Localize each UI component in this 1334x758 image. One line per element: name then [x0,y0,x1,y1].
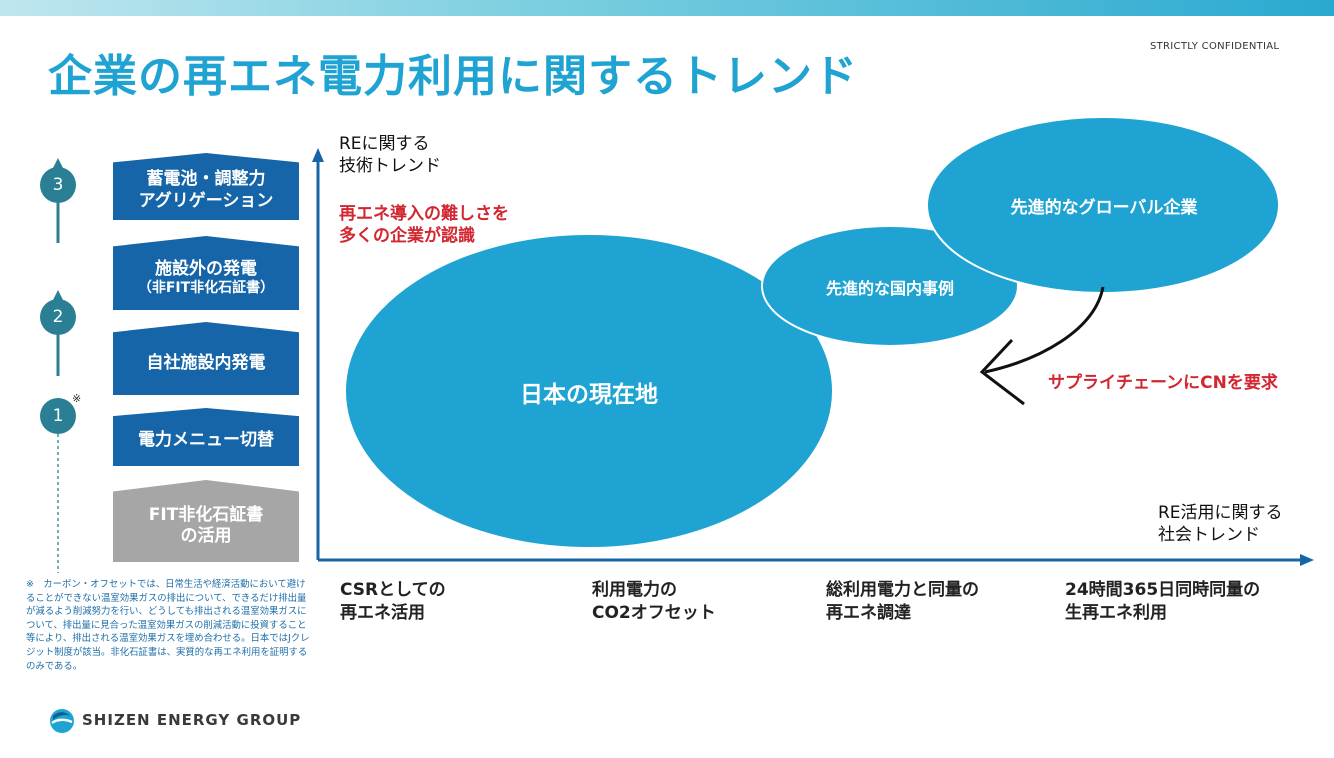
step-offsite-generation: 施設外の発電 （非FIT非化石証書） [113,236,299,310]
company-logo-icon [50,709,74,733]
y-axis-label-line: 技術トレンド [339,156,441,176]
page-title: 企業の再エネ電力利用に関するトレンド [48,51,858,102]
step-label-line: 施設外の発電 [155,258,257,279]
step-label-line: 電力メニュー切替 [138,430,274,451]
step-label-line: アグリゲーション [138,190,274,211]
stage-2-circle: 2 [40,299,76,335]
step-fit-certificate: FIT非化石証書 の活用 [113,480,299,562]
x-category-line: 再エネ調達 [826,603,911,623]
x-category-line: CO2オフセット [592,603,716,623]
difficulty-note: 再エネ導入の難しさを 多くの企業が認識 [339,203,509,247]
top-accent-bar [0,0,1334,16]
x-category-line: CSRとしての [340,580,446,600]
x-axis-label-line: RE活用に関する [1158,503,1283,523]
x-category-equal-amount: 総利用電力と同量の 再エネ調達 [826,579,979,625]
company-logo-text: SHIZEN ENERGY GROUP [82,711,302,729]
footnote: ※ カーボン・オフセットでは、日常生活や経済活動において避けることができない温室… [26,579,310,672]
stage-note-mark: ※ [72,392,82,405]
supply-chain-arrowhead [979,338,1025,406]
step-label-line: 自社施設内発電 [146,352,266,373]
x-axis-label-line: 社会トレンド [1158,525,1260,545]
x-category-line: 総利用電力と同量の [826,580,979,600]
stage-1-circle: 1 [40,398,76,434]
supply-chain-label: サプライチェーンにCNを要求 [1048,373,1278,393]
confidential-label: STRICTLY CONFIDENTIAL [1150,41,1280,52]
global-bubble-label: 先進的なグローバル企業 [1010,198,1198,218]
step-onsite-generation: 自社施設内発電 [113,322,299,395]
x-category-line: 生再エネ利用 [1065,603,1167,623]
x-axis-label: RE活用に関する 社会トレンド [1158,502,1283,546]
japan-bubble-label: 日本の現在地 [520,382,658,408]
step-label-line: （非FIT非化石証書） [137,279,275,296]
x-category-line: 24時間365日同時同量の [1065,580,1261,600]
stage-3-circle: 3 [40,167,76,203]
x-category-line: 利用電力の [592,580,677,600]
step-storage-aggregation: 蓄電池・調整力 アグリゲーション [113,153,299,220]
step-label-line: FIT非化石証書 [148,504,264,525]
japan-bubble [344,233,834,549]
x-category-offset: 利用電力の CO2オフセット [592,579,716,625]
step-label-line: の活用 [180,526,232,546]
x-category-csr: CSRとしての 再エネ活用 [340,579,446,625]
difficulty-note-line: 再エネ導入の難しさを [339,204,509,224]
domestic-bubble [761,225,1019,347]
x-category-247: 24時間365日同時同量の 生再エネ利用 [1065,579,1260,625]
difficulty-note-line: 多くの企業が認識 [339,226,475,246]
y-axis-label: REに関する 技術トレンド [339,133,441,177]
step-menu-switch: 電力メニュー切替 [113,408,299,466]
y-axis-label-line: REに関する [339,134,430,154]
domestic-bubble-label: 先進的な国内事例 [825,279,954,298]
supply-chain-arrow [984,286,1105,374]
x-axis-arrowhead [1300,554,1314,566]
step-label-line: 蓄電池・調整力 [146,169,266,190]
y-axis-arrowhead [312,148,324,162]
x-category-line: 再エネ活用 [340,603,425,623]
